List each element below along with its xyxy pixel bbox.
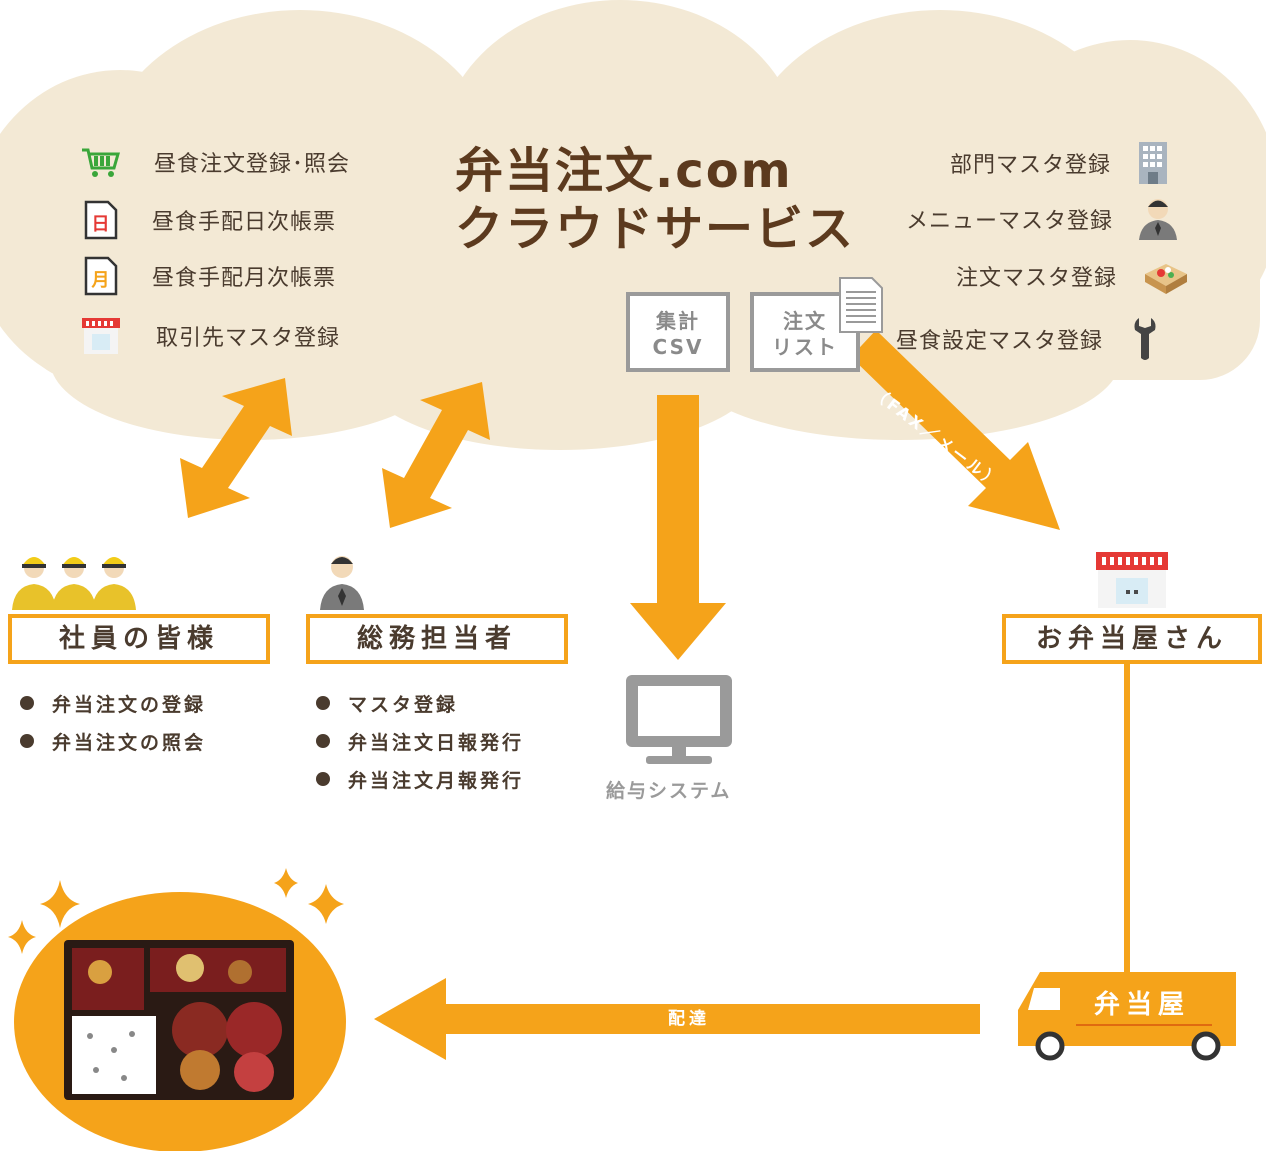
service-title-line1: 弁当注文.com [455,143,793,199]
menu-item-label: 昼食手配月次帳票 [152,266,337,291]
monitor-icon [626,675,732,764]
service-title-line2: クラウドサービス [455,201,856,257]
menu-item-department-master[interactable]: 部門マスタ登録 [950,140,1171,186]
menu-item-label: 取引先マスタ登録 [156,326,341,351]
fax-arrow [848,330,1060,530]
paper-icon [839,277,883,333]
menu-item-label: 注文マスタ登録 [956,266,1118,291]
daily-report-icon: 日 [84,200,118,240]
list-item: 弁当注文日報発行 [316,722,524,760]
csv-document-line2: CSV [652,335,704,359]
menu-item-label: 昼食設定マスタ登録 [896,329,1104,354]
admin-label: 総務担当者 [306,614,568,664]
employee-arrow [180,378,292,518]
truck-illustration [1018,972,1236,1061]
csv-document: 集計 CSV [626,292,730,372]
csv-document-line1: 集計 [656,309,700,333]
person-icon [1139,199,1178,240]
menu-item-order-master[interactable]: 注文マスタ登録 [956,256,1191,296]
service-title: 弁当注文.com クラウドサービス [455,142,855,258]
list-item: 弁当注文月報発行 [316,760,524,798]
svg-text:日: 日 [92,214,111,235]
wrench-icon [1134,318,1156,360]
payroll-system-label: 給与システム [606,780,732,802]
menu-item-menu-master[interactable]: メニューマスタ登録 [906,196,1179,242]
order-list-line1: 注文 [783,309,827,333]
list-item: 弁当注文の登録 [20,684,206,722]
truck-label: 弁当屋 [1094,990,1191,1020]
shop-illustration [1096,552,1168,608]
menu-item-label: 昼食手配日次帳票 [152,210,337,235]
bento-illustration [14,892,346,1151]
bullet-icon [20,696,34,710]
menu-item-daily-report[interactable]: 日 昼食手配日次帳票 [84,200,336,240]
menu-item-order-entry[interactable]: 昼食注文登録･照会 [80,146,350,178]
order-list-line2: リスト [772,335,838,359]
menu-item-label: 昼食注文登録･照会 [154,152,351,177]
svg-text:月: 月 [91,270,111,291]
monthly-report-icon: 月 [84,256,118,296]
menu-item-lunch-settings-master[interactable]: 昼食設定マスタ登録 [896,316,1163,362]
bullet-icon [316,734,330,748]
admin-bullet-list: マスタ登録 弁当注文日報発行 弁当注文月報発行 [316,684,524,798]
sparkle-icon [8,868,344,954]
bento-icon [1145,264,1188,294]
list-item: マスタ登録 [316,684,524,722]
delivery-label: 配達 [668,1009,710,1029]
cart-icon [82,148,120,177]
menu-item-monthly-report[interactable]: 月 昼食手配月次帳票 [84,256,336,296]
menu-item-label: メニューマスタ登録 [906,209,1114,234]
employees-label: 社員の皆様 [8,614,270,664]
bullet-icon [316,696,330,710]
list-item: 弁当注文の照会 [20,722,206,760]
payroll-arrow [630,395,726,660]
delivery-arrow [374,978,980,1060]
shop-truck-line [1124,664,1130,974]
building-icon [1139,142,1168,184]
bullet-icon [316,772,330,786]
menu-item-supplier-master[interactable]: 取引先マスタ登録 [80,316,340,356]
employees-bullet-list: 弁当注文の登録 弁当注文の照会 [20,684,206,760]
employees-illustration [12,557,136,610]
bullet-icon [20,734,34,748]
shop-icon [82,318,120,354]
admin-illustration [320,556,364,610]
bento-shop-label: お弁当屋さん [1002,614,1262,664]
admin-arrow [382,382,490,528]
menu-item-label: 部門マスタ登録 [950,153,1112,178]
